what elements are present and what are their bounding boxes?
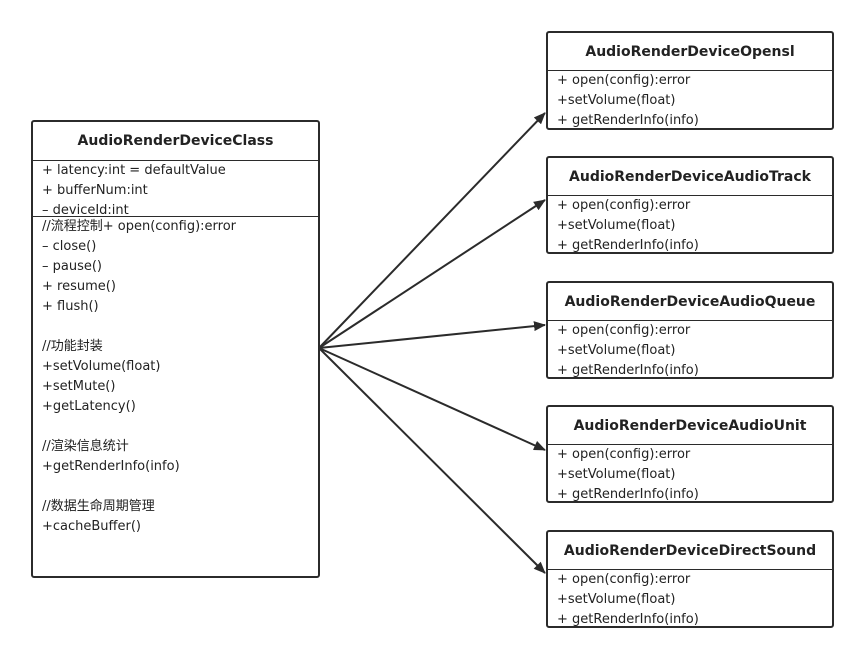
method-get-render-info: + getRenderInfo(info) [557, 113, 699, 128]
class-audio-queue[interactable]: AudioRenderDeviceAudioQueue + open(confi… [546, 281, 834, 379]
class-audio-render-device[interactable]: AudioRenderDeviceClass + latency:int = d… [31, 120, 320, 578]
methods-section: //流程控制+ open(config):error – close() – p… [33, 217, 318, 537]
spacer [33, 417, 318, 437]
method-set-volume: +setVolume(float) [557, 592, 676, 607]
method-get-render-info: + getRenderInfo(info) [557, 238, 699, 253]
arrow-to-opensl [318, 112, 546, 349]
methods-section: + open(config):error +setVolume(float) +… [548, 445, 832, 502]
class-direct-sound[interactable]: AudioRenderDeviceDirectSound + open(conf… [546, 530, 834, 628]
methods-section: + open(config):error +setVolume(float) +… [548, 196, 832, 253]
method-resume: + resume() [42, 279, 116, 294]
class-title: AudioRenderDeviceOpensl [548, 33, 832, 71]
methods-section: + open(config):error +setVolume(float) +… [548, 570, 832, 627]
class-title: AudioRenderDeviceAudioQueue [548, 283, 832, 321]
method-set-volume: +setVolume(float) [557, 93, 676, 108]
method-set-volume: +setVolume(float) [42, 359, 161, 374]
method-get-render-info: + getRenderInfo(info) [557, 612, 699, 627]
comment-render-info: //渲染信息统计 [42, 439, 129, 454]
method-get-render-info: + getRenderInfo(info) [557, 363, 699, 378]
method-set-mute: +setMute() [42, 379, 116, 394]
class-title: AudioRenderDeviceDirectSound [548, 532, 832, 570]
spacer [33, 317, 318, 337]
attribute-buffer-num: + bufferNum:int [42, 183, 148, 198]
method-open: + open(config):error [557, 198, 691, 213]
class-audio-track[interactable]: AudioRenderDeviceAudioTrack + open(confi… [546, 156, 834, 254]
class-title: AudioRenderDeviceAudioTrack [548, 158, 832, 196]
comment-data-lifecycle: //数据生命周期管理 [42, 499, 155, 514]
method-set-volume: +setVolume(float) [557, 467, 676, 482]
method-open: + open(config):error [557, 447, 691, 462]
method-open: //流程控制+ open(config):error [42, 219, 237, 234]
class-opensl[interactable]: AudioRenderDeviceOpensl + open(config):e… [546, 31, 834, 130]
method-open: + open(config):error [557, 323, 691, 338]
method-set-volume: +setVolume(float) [557, 218, 676, 233]
class-audio-unit[interactable]: AudioRenderDeviceAudioUnit + open(config… [546, 405, 834, 503]
method-open: + open(config):error [557, 572, 691, 587]
method-get-render-info: + getRenderInfo(info) [557, 487, 699, 502]
attribute-latency: + latency:int = defaultValue [42, 163, 226, 178]
method-close: – close() [42, 239, 97, 254]
method-set-volume: +setVolume(float) [557, 343, 676, 358]
methods-section: + open(config):error +setVolume(float) +… [548, 321, 832, 378]
spacer [33, 477, 318, 497]
arrow-to-audiotrack [318, 199, 546, 349]
method-get-render-info: +getRenderInfo(info) [42, 459, 180, 474]
method-get-latency: +getLatency() [42, 399, 136, 414]
attributes-section: + latency:int = defaultValue + bufferNum… [33, 161, 318, 217]
arrow-to-audioqueue [318, 321, 546, 349]
method-cache-buffer: +cacheBuffer() [42, 519, 141, 534]
attribute-device-id: – deviceId:int [42, 203, 129, 217]
comment-feature: //功能封装 [42, 339, 103, 354]
methods-section: + open(config):error +setVolume(float) +… [548, 71, 832, 128]
arrow-to-directsound [318, 347, 546, 574]
arrow-to-audiounit [318, 347, 546, 451]
class-title: AudioRenderDeviceClass [33, 122, 318, 161]
method-pause: – pause() [42, 259, 103, 274]
class-title: AudioRenderDeviceAudioUnit [548, 407, 832, 445]
method-open: + open(config):error [557, 73, 691, 88]
method-flush: + flush() [42, 299, 99, 314]
